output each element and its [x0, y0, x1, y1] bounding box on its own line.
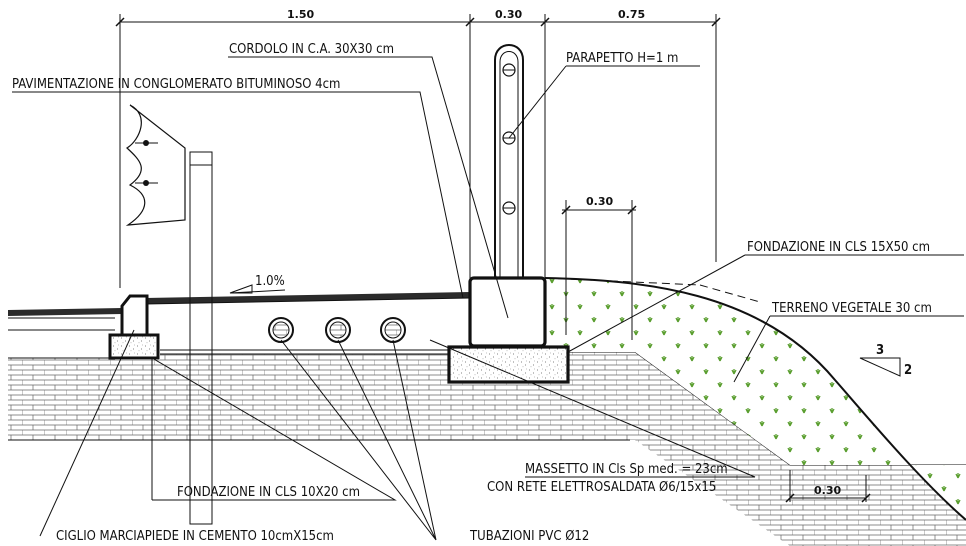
- asphalt-pavement: [8, 308, 122, 316]
- label-tubazioni: TUBAZIONI PVC Ø12: [469, 529, 589, 544]
- curb-foundation: [108, 333, 160, 360]
- dimension-2: 0.30: [495, 8, 522, 21]
- guardrail-post: [189, 151, 213, 525]
- ratio-run: 3: [876, 343, 884, 358]
- subgrade-hatch: [8, 352, 966, 546]
- ratio-rise: 2: [904, 363, 912, 378]
- topsoil-layer: [545, 278, 966, 520]
- cordolo-block: [468, 276, 547, 348]
- label-massetto-2: CON RETE ELETTROSALDATA Ø6/15x15: [487, 480, 716, 495]
- dimension-1: 1.50: [287, 8, 314, 21]
- label-pavimentazione: PAVIMENTAZIONE IN CONGLOMERATO BITUMINOS…: [12, 77, 340, 92]
- cordolo-foundation: [447, 345, 570, 384]
- dimension-5: 0.30: [814, 484, 841, 497]
- pvc-pipes: [268, 317, 406, 343]
- dimension-3: 0.75: [618, 8, 645, 21]
- label-fondazione-10x20: FONDAZIONE IN CLS 10X20 cm: [177, 485, 360, 500]
- dimension-lines: [115, 14, 871, 503]
- curb: [120, 294, 149, 337]
- label-terreno-vegetale: TERRENO VEGETALE 30 cm: [771, 301, 932, 316]
- dimension-4: 0.30: [586, 195, 613, 208]
- guardrail-beam: [125, 104, 186, 226]
- parapet: [494, 44, 524, 278]
- label-cordolo: CORDOLO IN C.A. 30X30 cm: [229, 42, 394, 57]
- massetto-slab: [115, 338, 470, 360]
- label-fondazione-15x50: FONDAZIONE IN CLS 15X50 cm: [747, 240, 930, 255]
- leader-lines: [12, 56, 964, 541]
- label-massetto-1: MASSETTO IN Cls Sp med. = 23cm: [525, 462, 728, 477]
- slope-label: 1.0%: [255, 274, 285, 289]
- label-ciglio: CIGLIO MARCIAPIEDE IN CEMENTO 10cmX15cm: [56, 529, 334, 544]
- label-parapetto: PARAPETTO H=1 m: [566, 51, 678, 66]
